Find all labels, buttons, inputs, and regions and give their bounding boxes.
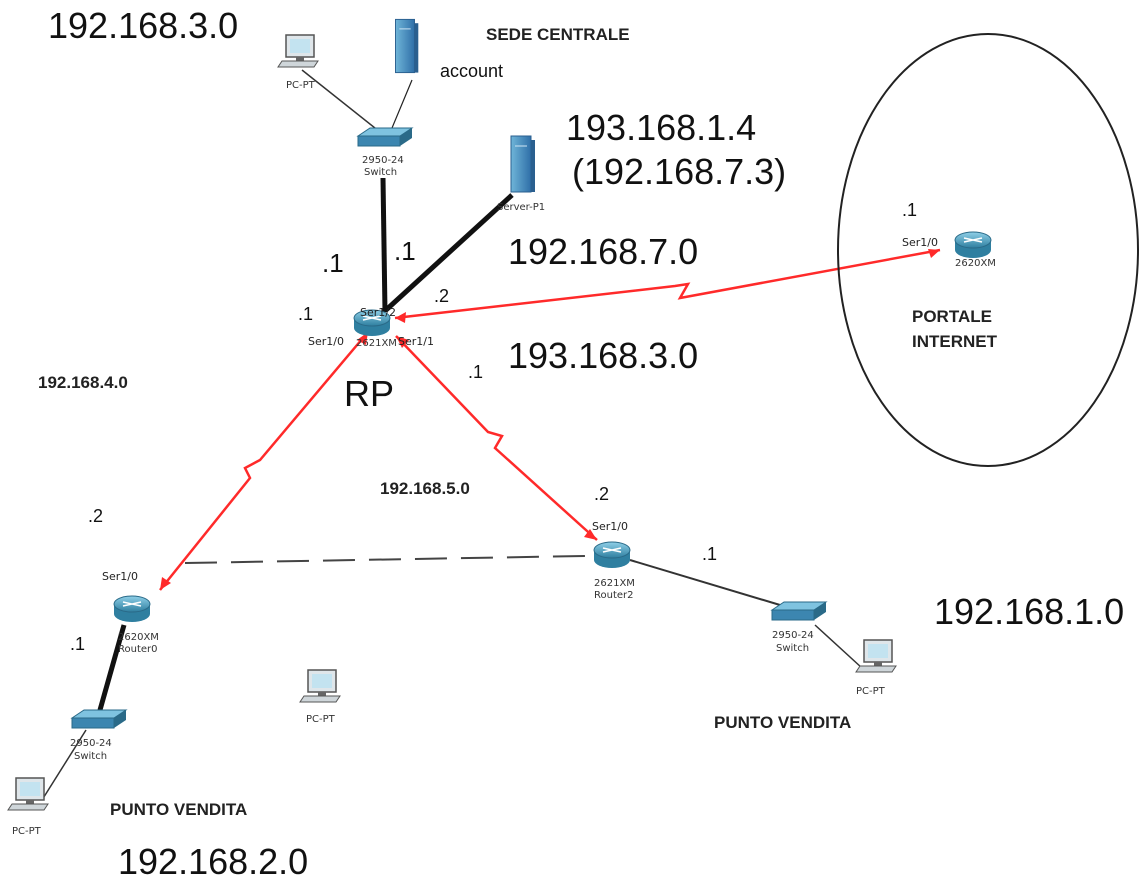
link-rp-internet bbox=[394, 248, 941, 320]
switch-left-type: Switch bbox=[74, 751, 107, 762]
arrow-rp-ser1 bbox=[396, 336, 409, 348]
switch-right-icon[interactable] bbox=[771, 601, 827, 621]
port-router0-ser: Ser1/0 bbox=[102, 570, 138, 583]
server-p1-label: Server-P1 bbox=[497, 202, 545, 213]
octet-rp-right: .2 bbox=[434, 286, 449, 306]
arrow-internet-ser bbox=[928, 249, 940, 258]
link-server-rp bbox=[384, 193, 514, 312]
net-server-ip: 193.168.1.4 bbox=[566, 107, 756, 148]
switch-left-icon[interactable] bbox=[71, 709, 127, 729]
server-p1-icon[interactable] bbox=[510, 135, 536, 193]
link-dashed-router0-router2 bbox=[184, 555, 586, 564]
switch-top-type: Switch bbox=[364, 167, 397, 178]
pc-mid-label: PC-PT bbox=[306, 714, 336, 725]
link-switch-pc-right bbox=[814, 624, 863, 669]
arrow-rp-ser2 bbox=[395, 312, 406, 323]
octet-router2: .2 bbox=[594, 484, 609, 504]
link-switch-rp bbox=[380, 177, 388, 313]
switch-left-model: 2950-24 bbox=[70, 738, 112, 749]
link-account-switch bbox=[391, 79, 413, 129]
pc-top-label: PC-PT bbox=[286, 80, 316, 91]
net-wan-3: 193.168.3.0 bbox=[508, 335, 698, 376]
pc-right-icon[interactable] bbox=[855, 639, 897, 673]
router0-name: Router0 bbox=[118, 644, 158, 655]
link-switch-pc-left bbox=[41, 729, 87, 801]
rp-router-model: 2621XM bbox=[356, 338, 397, 349]
octet-router0-lan: .1 bbox=[70, 634, 85, 654]
router0-icon[interactable] bbox=[113, 595, 151, 623]
net-server-ip-alt: (192.168.7.3) bbox=[572, 151, 786, 192]
port-router2-ser: Ser1/0 bbox=[592, 520, 628, 533]
net-lan-left: 192.168.2.0 bbox=[118, 841, 308, 877]
portale-label-2: INTERNET bbox=[912, 332, 998, 351]
net-link-internet: 192.168.7.0 bbox=[508, 231, 698, 272]
port-rp-ser0: Ser1/0 bbox=[308, 335, 344, 348]
internet-router-icon[interactable] bbox=[954, 231, 992, 259]
net-wan-4: 192.168.4.0 bbox=[38, 373, 128, 392]
octet-server: .1 bbox=[394, 236, 416, 266]
octet-internet: .1 bbox=[902, 200, 917, 220]
octet-sw-top: .1 bbox=[322, 248, 344, 278]
octet-rp-left: .1 bbox=[298, 304, 313, 324]
pc-left-label: PC-PT bbox=[12, 826, 42, 837]
portale-label-1: PORTALE bbox=[912, 307, 992, 326]
switch-right-model: 2950-24 bbox=[772, 630, 814, 641]
link-rp-router2 bbox=[395, 335, 598, 541]
router0-model: 2620XM bbox=[118, 632, 159, 643]
arrow-router2-ser bbox=[584, 529, 597, 540]
port-rp-ser1: Ser1/1 bbox=[398, 335, 434, 348]
pc-mid-icon[interactable] bbox=[299, 669, 341, 703]
diagram-title: SEDE CENTRALE bbox=[486, 25, 630, 44]
pc-right-label: PC-PT bbox=[856, 686, 886, 697]
rp-label: RP bbox=[344, 373, 394, 414]
internet-cloud-ellipse bbox=[837, 33, 1139, 467]
punto-vendita-left: PUNTO VENDITA bbox=[110, 800, 247, 819]
octet-router0: .2 bbox=[88, 506, 103, 526]
link-router0-switch bbox=[97, 624, 127, 711]
router2-icon[interactable] bbox=[593, 541, 631, 569]
switch-right-type: Switch bbox=[776, 643, 809, 654]
octet-rp-wan3: .1 bbox=[468, 362, 483, 382]
arrow-router0-ser bbox=[160, 577, 171, 590]
net-lan-right: 192.168.1.0 bbox=[934, 591, 1124, 632]
punto-vendita-right: PUNTO VENDITA bbox=[714, 713, 851, 732]
router2-name: Router2 bbox=[594, 590, 634, 601]
net-lan-sede: 192.168.3.0 bbox=[48, 5, 238, 46]
port-internet-ser: Ser1/0 bbox=[902, 236, 938, 249]
pc-left-icon[interactable] bbox=[7, 777, 49, 811]
pc-top-icon[interactable] bbox=[277, 34, 319, 68]
switch-top-model: 2950-24 bbox=[362, 155, 404, 166]
link-pc-top-switch bbox=[301, 69, 381, 133]
net-wan-5: 192.168.5.0 bbox=[380, 479, 470, 498]
switch-top-icon[interactable] bbox=[357, 127, 413, 147]
link-router2-switch bbox=[629, 559, 791, 609]
port-rp-ser2: Ser1/2 bbox=[360, 306, 396, 319]
router2-model: 2621XM bbox=[594, 578, 635, 589]
account-label: account bbox=[440, 61, 503, 81]
link-rp-router0 bbox=[159, 331, 369, 591]
internet-router-model: 2620XM bbox=[955, 258, 996, 269]
account-server-icon[interactable] bbox=[395, 18, 419, 74]
octet-router2-lan: .1 bbox=[702, 544, 717, 564]
